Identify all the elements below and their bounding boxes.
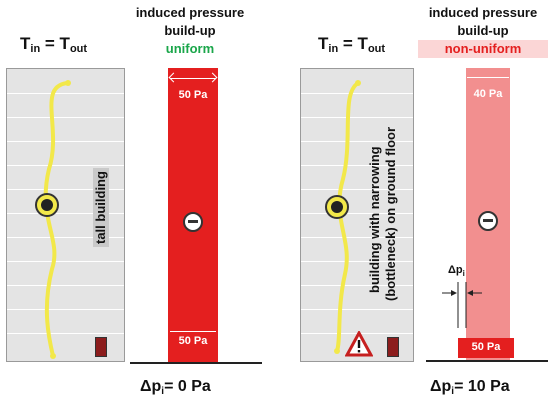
left-bottom-pressure-label: 50 Pa: [178, 335, 208, 347]
right-temperature-equation: Tin = Tout: [318, 34, 386, 55]
right-heading: induced pressure build-up non-uniform: [418, 4, 548, 58]
left-temperature-equation: Tin = Tout: [20, 34, 88, 55]
right-delta-pressure: Δpi= 10 Pa: [430, 378, 510, 397]
left-ground-line: [130, 362, 262, 364]
left-heading: induced pressure build-up uniform: [125, 4, 255, 58]
pressure-gauge-icon: [35, 193, 59, 217]
dpi-indicator-arrows: [442, 282, 482, 328]
right-top-pressure-label: 40 Pa: [473, 88, 503, 100]
left-top-pressure-label: 50 Pa: [178, 89, 208, 101]
left-delta-pressure: Δpi= 0 Pa: [140, 378, 211, 397]
right-bottom-pressure-label: 50 Pa: [471, 341, 501, 353]
door-icon: [387, 337, 399, 357]
right-ground-line: [426, 360, 548, 362]
minus-circle-icon: [183, 212, 203, 232]
right-pressure-column: 40 Pa: [466, 68, 510, 360]
dpi-indicator-label: Δpi: [448, 264, 465, 279]
warning-icon: [345, 331, 373, 357]
minus-circle-icon: [478, 211, 498, 231]
left-pressure-column: 50 Pa 50 Pa: [168, 68, 218, 362]
stairwell-line: [334, 80, 361, 354]
right-building-label-line1: building with narrowing: [367, 146, 382, 293]
right-building-label-line2: (bottleneck) on ground floor: [383, 126, 398, 301]
left-status-uniform: uniform: [165, 41, 215, 56]
pressure-gauge-icon: [325, 195, 349, 219]
right-bottom-pressure-band: 50 Pa: [458, 338, 514, 358]
left-building-label: tall building: [93, 168, 109, 247]
left-tall-building: tall building: [6, 68, 125, 362]
right-bottleneck-building: building with narrowing (bottleneck) on …: [300, 68, 414, 362]
right-status-nonuniform: non-uniform: [418, 40, 548, 58]
stairwell-line: [43, 80, 71, 359]
door-icon: [95, 337, 107, 357]
